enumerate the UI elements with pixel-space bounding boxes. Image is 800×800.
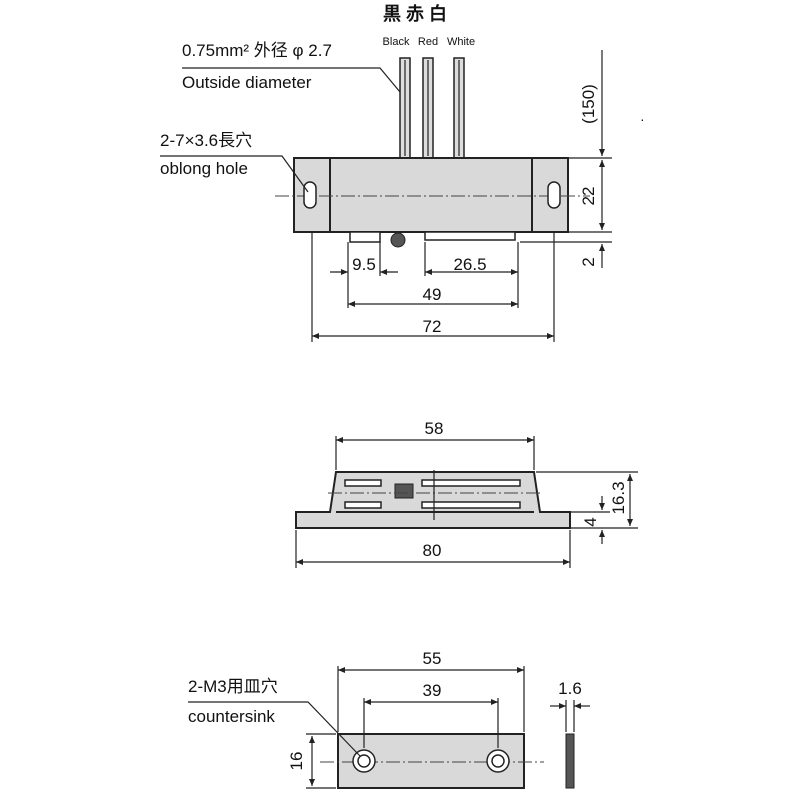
plate-side-profile — [565, 733, 575, 789]
dim-b: 26.5 — [453, 255, 486, 274]
top-view: 黒 赤 白 Black Red White 0.75mm² 外径 φ 2.7 O… — [160, 3, 645, 342]
countersink-leader — [188, 701, 361, 757]
dim-plate-thickness: 1.6 — [558, 679, 582, 698]
countersink-hole-left — [352, 749, 376, 773]
dim-lead-length: (150) — [579, 84, 598, 124]
dim-a: 9.5 — [352, 255, 376, 274]
dim-top-height: 22 — [579, 187, 598, 206]
dim-top-total: 72 — [423, 317, 442, 336]
dim-side-height: 16.3 — [609, 481, 628, 514]
dim-plate-outer: 55 — [423, 649, 442, 668]
side-view: 58 80 16.3 4 — [295, 419, 638, 568]
wire-label-black: Black — [383, 36, 410, 48]
dim-plate-height: 16 — [287, 752, 306, 771]
switch-body-top — [293, 157, 569, 233]
wire-leader — [182, 67, 401, 93]
lead-wires — [399, 57, 465, 159]
wire-colors-jp: 黒 赤 白 — [383, 3, 447, 24]
dim-side-total: 80 — [423, 541, 442, 560]
hole-spec-jp: 2-7×3.6長穴 — [160, 131, 252, 150]
countersink-spec-jp: 2-M3用皿穴 — [188, 677, 278, 696]
wire-spec-jp: 0.75mm² 外径 φ 2.7 — [182, 41, 332, 60]
hole-leader — [160, 155, 309, 193]
oblong-hole-left — [303, 181, 317, 209]
dim-top-offset: 2 — [579, 257, 598, 266]
wire-label-white: White — [447, 36, 475, 48]
countersink-hole-right — [486, 749, 510, 773]
countersink-spec-en: countersink — [188, 707, 275, 726]
dim-side-top: 58 — [425, 419, 444, 438]
oblong-hole-right — [547, 181, 561, 209]
wire-spec-en: Outside diameter — [182, 73, 312, 92]
hole-spec-en: oblong hole — [160, 159, 248, 178]
dim-hole-pitch: 39 — [423, 681, 442, 700]
edge-mark: · — [640, 111, 645, 127]
dim-c: 49 — [423, 285, 442, 304]
dim-side-flange: 4 — [581, 517, 600, 526]
bottom-view: 2-M3用皿穴 countersink 55 39 16 1.6 — [188, 649, 590, 789]
wire-label-red: Red — [418, 36, 438, 48]
